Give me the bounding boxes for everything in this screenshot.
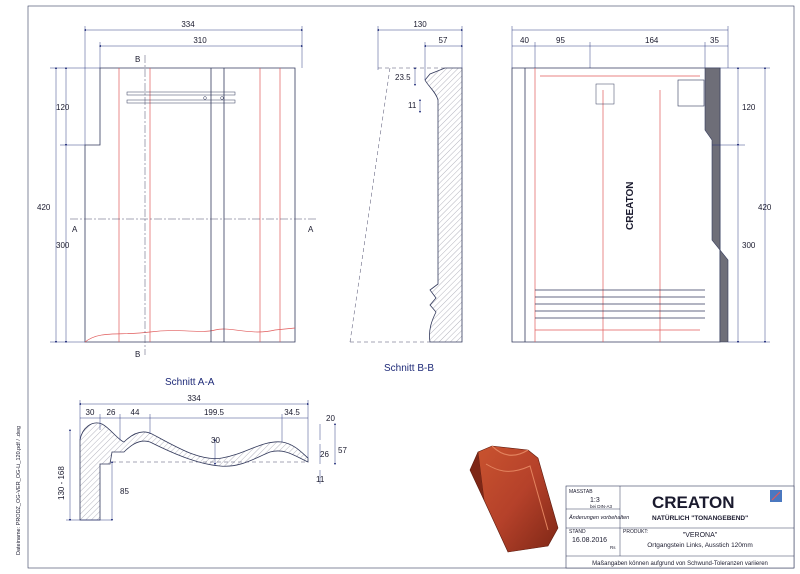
back-dim-height-total: 420 [758,203,772,212]
section-bb-view [349,26,464,343]
tb-changes-label: Änderungen vorbehalten [568,514,629,521]
tb-scale: 1:3 [590,497,600,504]
back-dim-lower-height: 300 [742,241,756,250]
aa-dim-total: 334 [187,394,201,403]
section-mark-b-top: B [135,55,140,64]
aa-dim-30: 30 [86,408,95,417]
tb-date: 16.08.2016 [572,537,607,544]
tb-massstab-label: MASSTAB [569,489,593,495]
aa-dim-34-5: 34.5 [284,408,300,417]
tile-illustration [469,445,559,553]
bb-dim-11: 11 [408,101,417,110]
back-view [511,26,770,344]
tb-brand-logo: CREATON [652,493,735,512]
tb-scale-note: bei DIN-A3 [590,504,613,509]
aa-dim-r11: 11 [316,475,325,484]
section-mark-a-right: A [308,225,314,234]
sheet-border [27,5,795,569]
aa-dim-r26: 26 [320,450,329,459]
tb-produkt-label: PRODUKT: [623,529,648,535]
aa-dim-height-range: 130 - 168 [57,466,66,500]
aa-dim-199-5: 199.5 [204,408,225,417]
tb-product-name: "VERONA" [683,532,718,539]
back-dim-40: 40 [520,36,529,45]
tb-initials: Rs [610,545,616,550]
aa-dim-85: 85 [120,487,129,496]
tb-slogan: NATÜRLICH "TONANGEBEND" [652,513,748,522]
section-bb-title: Schnitt B-B [384,363,434,374]
bb-dim-right: 57 [439,36,448,45]
title-block [565,485,795,569]
front-dim-inner-width: 310 [193,36,207,45]
aa-dim-44: 44 [131,408,140,417]
back-dim-top-offset: 120 [742,103,756,112]
back-dim-164: 164 [645,36,659,45]
side-filename: Dateiname: PRODZ_OG-VER_OG-Li_120.pdf / … [16,426,22,555]
tb-stand-label: STAND [569,529,586,535]
section-aa-title: Schnitt A-A [165,377,215,388]
aa-dim-26: 26 [107,408,116,417]
aa-dim-r57: 57 [338,446,347,455]
aa-dim-20: 20 [326,414,335,423]
section-mark-a-left: A [72,225,78,234]
back-brand-embossing: CREATON [625,181,636,230]
bb-dim-23-5: 23.5 [395,73,411,82]
front-dim-height-total: 420 [37,203,51,212]
back-dim-95: 95 [556,36,565,45]
front-dim-top-offset: 120 [56,103,70,112]
front-dim-lower-height: 300 [56,241,70,250]
back-dim-35: 35 [710,36,719,45]
bb-dim-width: 130 [413,20,427,29]
tb-product-desc: Ortgangstein Links, Ausstich 120mm [647,542,753,549]
front-dim-total-width: 334 [181,20,195,29]
section-aa-view [66,400,337,522]
aa-dim-center-30: 30 [211,436,220,445]
section-mark-b-bottom: B [135,350,140,359]
front-view [50,26,318,355]
tb-footer-note: Maßangaben können aufgrund von Schwund-T… [592,561,768,567]
